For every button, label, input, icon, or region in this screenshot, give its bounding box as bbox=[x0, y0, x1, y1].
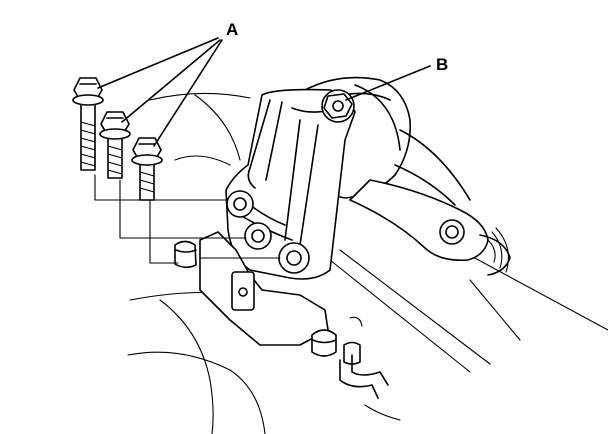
bolt-a-1 bbox=[72, 77, 104, 171]
lower-housing bbox=[174, 231, 401, 421]
bolt-guide-lines bbox=[94, 174, 281, 264]
bolt-a-3 bbox=[131, 137, 163, 201]
bolt-a-2 bbox=[99, 111, 131, 179]
bolts-a bbox=[72, 77, 163, 201]
background-engine-outlines bbox=[127, 92, 608, 434]
callout-leaders bbox=[97, 37, 431, 147]
bracket-bolt-holes bbox=[226, 190, 310, 274]
bolt-b bbox=[321, 89, 355, 123]
callout-label-a: A bbox=[226, 20, 238, 39]
callout-label-b: B bbox=[436, 55, 448, 74]
